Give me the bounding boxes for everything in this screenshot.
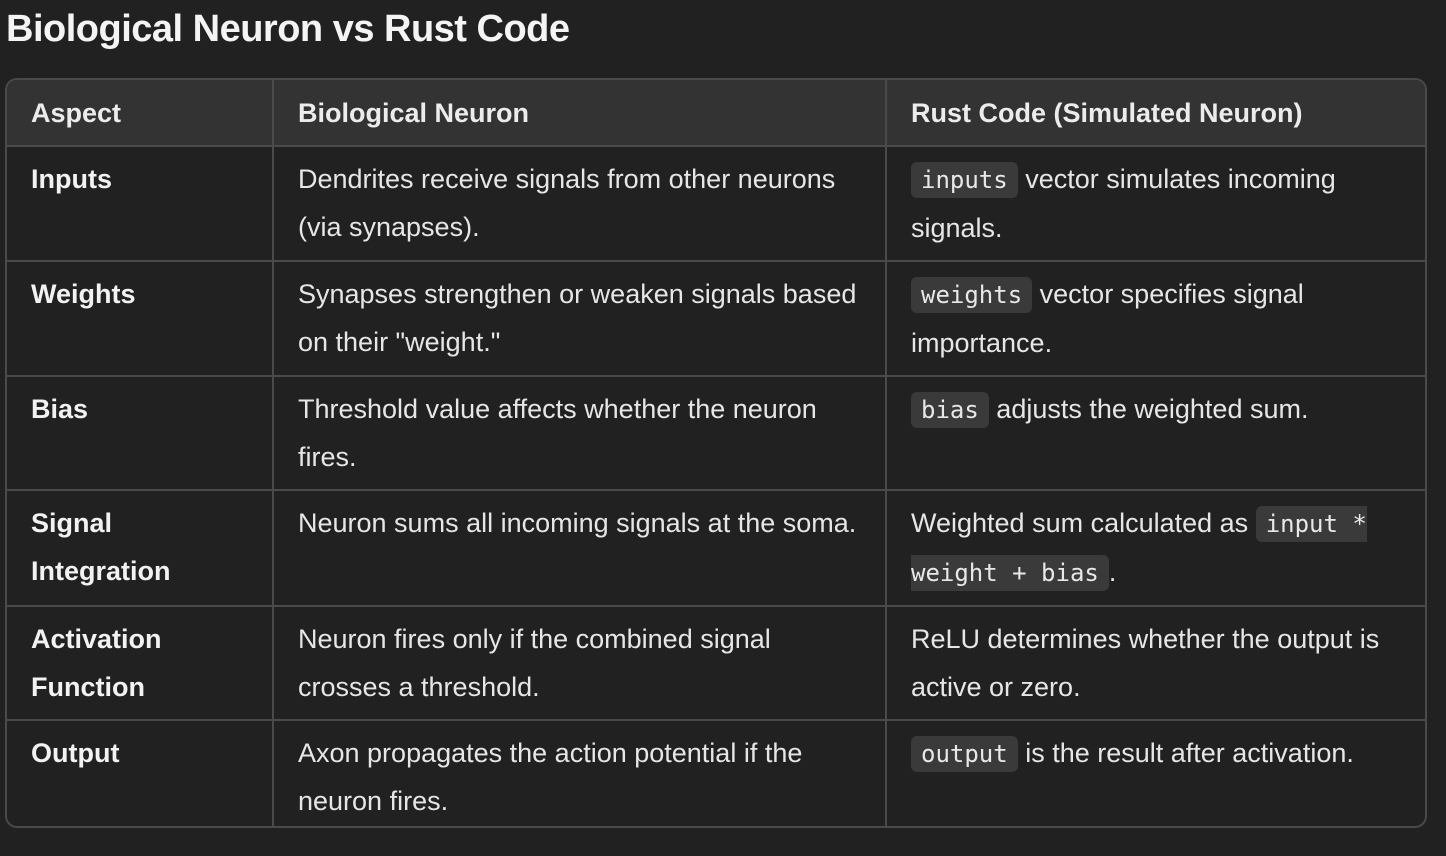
inline-code: bias [911, 392, 989, 428]
comparison-table-grid: Aspect Biological Neuron Rust Code (Simu… [7, 80, 1425, 826]
table-header: Aspect Biological Neuron Rust Code (Simu… [7, 80, 1425, 147]
rust-description: is the result after activation. [1017, 738, 1354, 768]
rust-cell: inputs vector simulates incoming signals… [885, 145, 1425, 262]
rust-cell: bias adjusts the weighted sum. [885, 375, 1425, 491]
aspect-cell: Signal Integration [7, 489, 274, 607]
rust-description: ReLU determines whether the output is ac… [911, 624, 1380, 702]
biological-cell: Neuron sums all incoming signals at the … [272, 489, 887, 607]
rust-cell: ReLU determines whether the output is ac… [885, 605, 1425, 721]
aspect-cell: Activation Function [7, 605, 274, 721]
rust-description: vector simulates incoming signals. [911, 164, 1336, 243]
inline-code: output [911, 736, 1018, 772]
biological-cell: Axon propagates the action potential if … [272, 719, 887, 826]
biological-cell: Neuron fires only if the combined signal… [272, 605, 887, 721]
biological-cell: Synapses strengthen or weaken signals ba… [272, 260, 887, 377]
table-row: Activation Function Neuron fires only if… [7, 605, 1425, 721]
rust-description: vector specifies signal importance. [911, 279, 1304, 358]
biological-cell: Dendrites receive signals from other neu… [272, 145, 887, 262]
comparison-table: Aspect Biological Neuron Rust Code (Simu… [5, 78, 1427, 828]
aspect-cell: Output [7, 719, 274, 826]
rust-cell: Weighted sum calculated as input * weigh… [885, 489, 1425, 607]
column-header-biological-neuron: Biological Neuron [272, 80, 887, 147]
table-row: Weights Synapses strengthen or weaken si… [7, 260, 1425, 377]
aspect-cell: Inputs [7, 145, 274, 262]
table-row: Inputs Dendrites receive signals from ot… [7, 145, 1425, 262]
rust-cell: weights vector specifies signal importan… [885, 260, 1425, 377]
header-row: Aspect Biological Neuron Rust Code (Simu… [7, 80, 1425, 147]
table-body: Inputs Dendrites receive signals from ot… [7, 145, 1425, 826]
rust-cell: output is the result after activation. [885, 719, 1425, 826]
aspect-cell: Weights [7, 260, 274, 377]
table-row: Signal Integration Neuron sums all incom… [7, 489, 1425, 607]
page-title: Biological Neuron vs Rust Code [6, 8, 570, 50]
rust-description-prefix: Weighted sum calculated as [911, 508, 1256, 538]
table-row: Bias Threshold value affects whether the… [7, 375, 1425, 491]
aspect-cell: Bias [7, 375, 274, 491]
table-row: Output Axon propagates the action potent… [7, 719, 1425, 826]
rust-description: adjusts the weighted sum. [988, 394, 1309, 424]
inline-code: weights [911, 277, 1033, 313]
biological-cell: Threshold value affects whether the neur… [272, 375, 887, 491]
column-header-rust-code: Rust Code (Simulated Neuron) [885, 80, 1425, 147]
column-header-aspect: Aspect [7, 80, 274, 147]
inline-code: inputs [911, 162, 1018, 198]
rust-description-suffix: . [1108, 557, 1117, 587]
